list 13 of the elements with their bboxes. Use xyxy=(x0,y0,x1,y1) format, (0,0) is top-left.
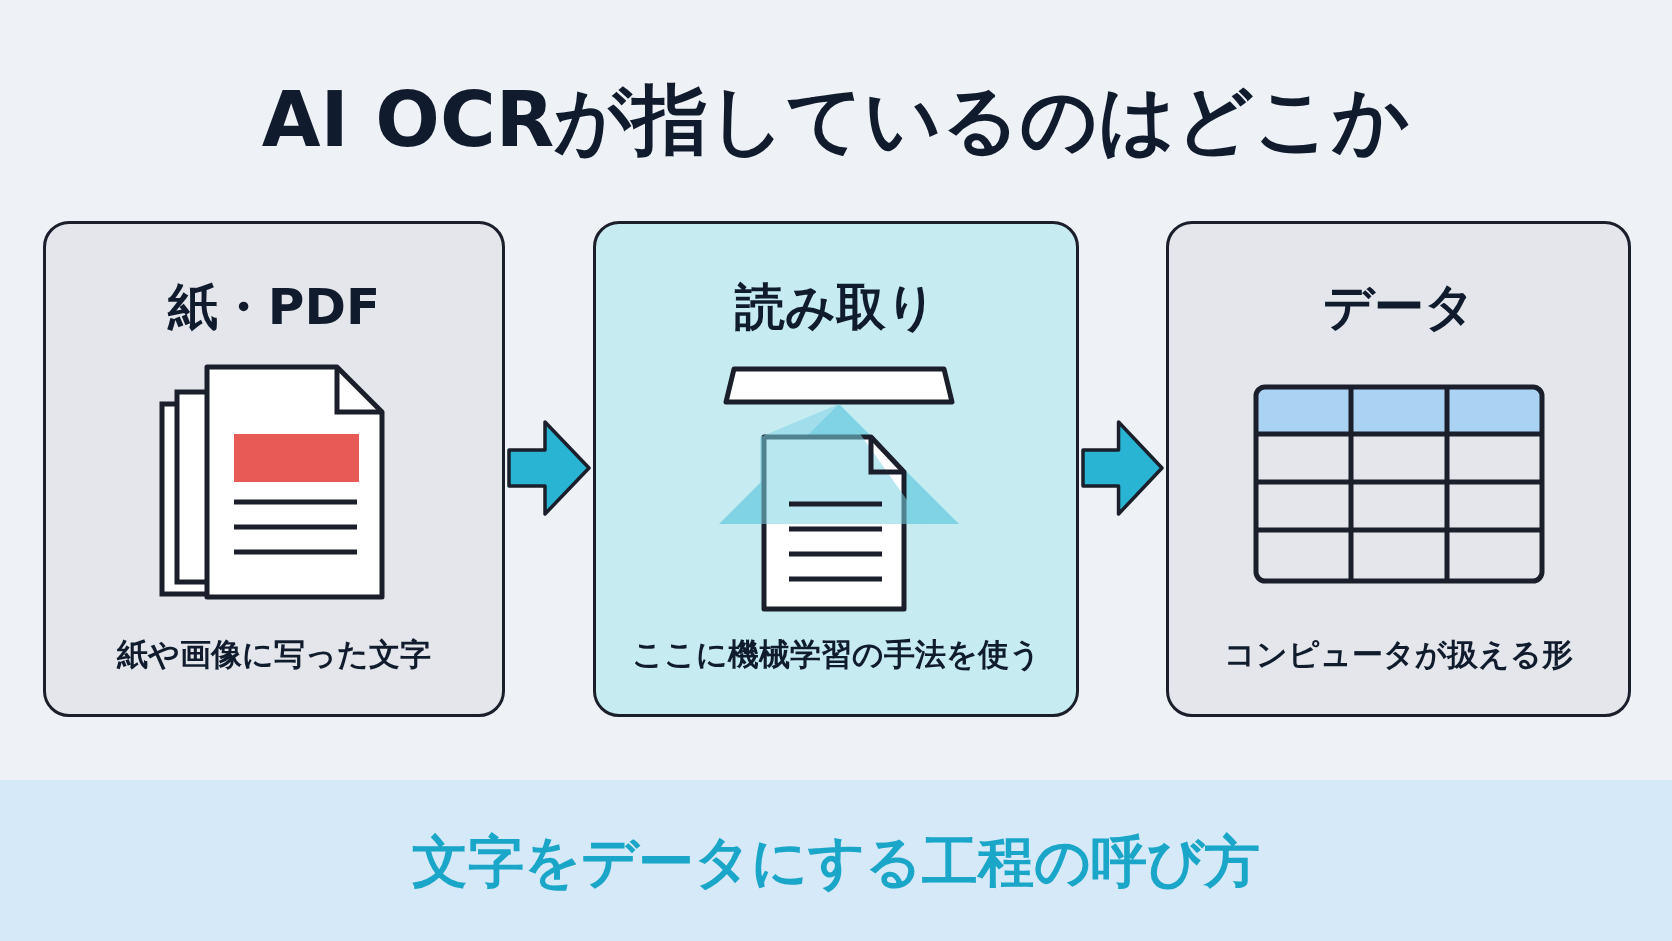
step-heading: 紙・PDF xyxy=(167,277,381,338)
arrow xyxy=(1081,420,1164,516)
title: AI OCRが指しているのはどこか xyxy=(261,74,1411,166)
step-box xyxy=(1166,221,1631,717)
step-description: ここに機械学習の手法を使う xyxy=(631,635,1041,674)
arrow xyxy=(507,420,591,516)
step-box xyxy=(43,221,505,717)
step-heading: 読み取り xyxy=(735,277,937,338)
step-heading: データ xyxy=(1322,277,1475,338)
step-description: コンピュータが扱える形 xyxy=(1224,635,1573,674)
step-box xyxy=(593,221,1079,717)
caption: 文字をデータにする工程の呼び方 xyxy=(412,828,1260,896)
step-description: 紙や画像に写った文字 xyxy=(117,635,431,674)
